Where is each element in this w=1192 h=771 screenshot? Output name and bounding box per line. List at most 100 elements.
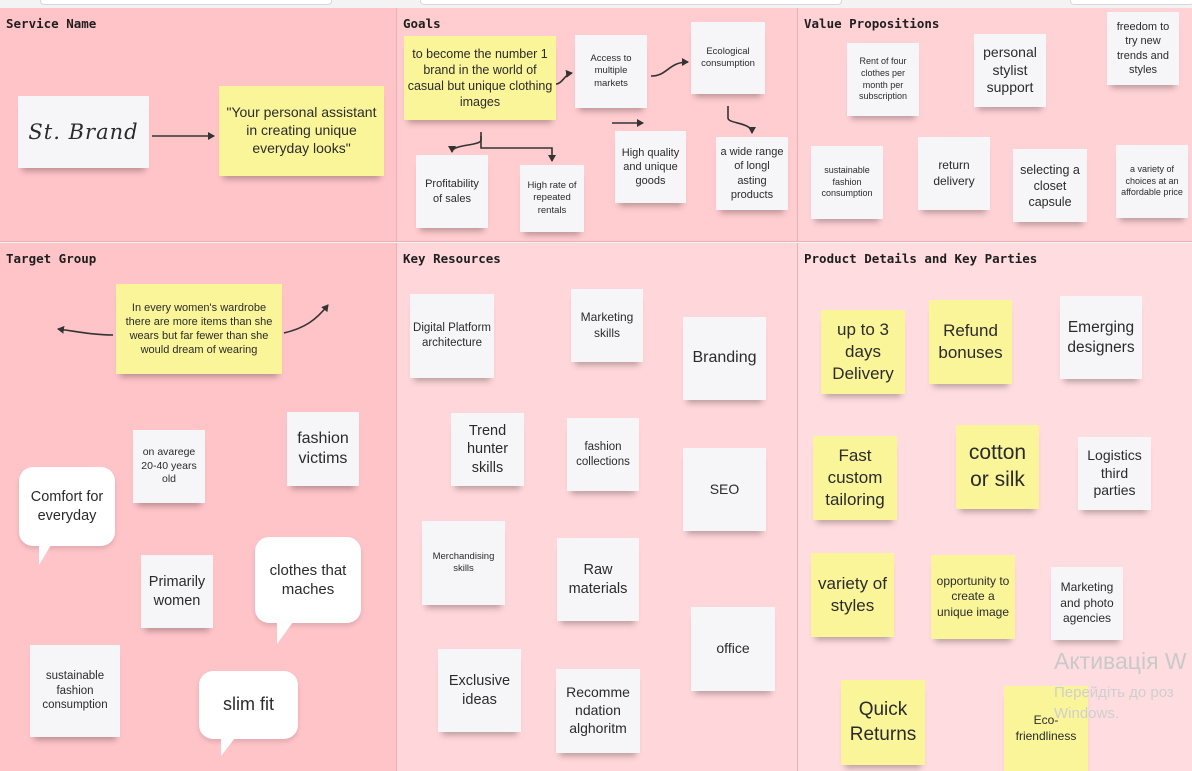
product-tailoring-note[interactable]: Fast custom tailoring [813, 436, 897, 520]
product-cotton-text: cotton or silk [968, 441, 1027, 491]
target-comfort-bubble[interactable]: Comfort for everyday [19, 467, 115, 546]
toolbar-segment-right[interactable] [1070, 0, 1192, 5]
goal-access-text: Access to multiple markets [590, 53, 632, 89]
brand-note[interactable]: St. Brand [18, 96, 149, 168]
product-quick-note[interactable]: Quick Returns [841, 680, 925, 765]
cell-title-product-details: Product Details and Key Parties [804, 251, 1038, 266]
product-logistics-text: Logistics third parties [1087, 446, 1142, 499]
target-victims-note[interactable]: fashion victims [287, 412, 359, 486]
top-toolbar [0, 0, 1192, 8]
cell-title-value-propositions: Value Propositions [804, 16, 940, 31]
product-opportunity-note[interactable]: opportunity to create a unique image [931, 555, 1015, 639]
value-capsule-text: selecting a closet capsule [1020, 162, 1080, 209]
target-slim-bubble-tail [221, 738, 235, 756]
product-agencies-text: Marketing and photo agencies [1060, 580, 1114, 626]
target-comfort-bubble-tail [39, 545, 51, 565]
product-styles-note[interactable]: variety of styles [811, 553, 894, 637]
target-women-text: Primarily women [148, 573, 206, 609]
goal-wide-range-note[interactable]: a wide range of longl asting products [716, 137, 788, 210]
target-comfort-text: Comfort for everyday [30, 488, 104, 524]
goal-ecological-note[interactable]: Ecological consumption [691, 22, 765, 94]
value-sustainable-note[interactable]: sustainable fashion consumption [811, 146, 883, 219]
value-freedom-text: freedom to try new trends and styles [1116, 21, 1170, 76]
slogan-note[interactable]: "Your personal assistant in creating uni… [219, 86, 384, 176]
toolbar-segment-left[interactable] [40, 0, 332, 5]
goal-profitability-note[interactable]: Profitability of sales [416, 155, 488, 228]
product-agencies-note[interactable]: Marketing and photo agencies [1051, 567, 1123, 640]
target-wardrobe-text: In every women's wardrobe there are more… [125, 301, 273, 357]
resource-digital-text: Digital Platform architecture [413, 322, 491, 349]
product-eco-note[interactable]: Eco-friendliness [1004, 686, 1088, 771]
resource-digital-note[interactable]: Digital Platform architecture [410, 294, 494, 378]
resource-branding-note[interactable]: Branding [683, 317, 766, 400]
product-eco-text: Eco-friendliness [1015, 713, 1077, 743]
value-rent-note[interactable]: Rent of four clothes per month per subsc… [847, 43, 919, 116]
target-wardrobe-note[interactable]: In every women's wardrobe there are more… [116, 284, 282, 374]
goal-wide-range-text: a wide range of longl asting products [720, 146, 784, 201]
resource-trend-text: Trend hunter skills [466, 422, 509, 476]
product-quick-text: Quick Returns [849, 699, 917, 745]
goal-repeated-note[interactable]: High rate of repeated rentals [520, 165, 584, 232]
resource-office-text: office [716, 640, 750, 657]
goal-access-note[interactable]: Access to multiple markets [575, 35, 647, 108]
value-stylist-text: personal stylist support [983, 43, 1037, 96]
target-slim-text: slim fit [223, 694, 274, 715]
arrow-access-to-ecological[interactable] [650, 58, 689, 77]
resource-merch-note[interactable]: Merchandising skills [422, 521, 505, 605]
arrow-goal-to-profitability[interactable] [448, 132, 482, 153]
resource-office-note[interactable]: office [691, 607, 775, 691]
target-sustainable-note[interactable]: sustainable fashion consumption [30, 645, 120, 737]
goal-main-note[interactable]: to become the number 1 brand in the worl… [404, 36, 556, 120]
resource-trend-note[interactable]: Trend hunter skills [451, 413, 524, 486]
product-delivery-text: up to 3 days Delivery [832, 320, 894, 383]
product-designers-note[interactable]: Emerging designers [1060, 296, 1142, 379]
watermark-line-3: Windows. [1054, 705, 1120, 722]
value-rent-text: Rent of four clothes per month per subsc… [858, 56, 908, 102]
arrow-ecological-to-wide-range[interactable] [727, 106, 756, 134]
target-maches-bubble-tail [277, 622, 293, 644]
resource-collections-note[interactable]: fashion collections [567, 418, 639, 491]
goal-profitability-text: Profitability of sales [425, 178, 479, 205]
product-designers-text: Emerging designers [1067, 318, 1135, 356]
arrow-goal-to-access[interactable] [555, 69, 573, 85]
arrow-goal-to-repeated[interactable] [480, 136, 556, 162]
cell-title-key-resources: Key Resources [403, 251, 501, 266]
brand-text: St. Brand [28, 119, 139, 144]
goal-quality-note[interactable]: High quality and unique goods [615, 131, 686, 203]
target-age-note[interactable]: on avarege 20-40 years old [133, 430, 205, 503]
product-cotton-note[interactable]: cotton or silk [956, 425, 1039, 509]
value-return-note[interactable]: return delivery [918, 137, 990, 210]
target-slim-bubble[interactable]: slim fit [199, 671, 298, 739]
resource-seo-text: SEO [709, 480, 740, 497]
watermark-line-2: Перейдіть до роз [1054, 684, 1174, 701]
resource-seo-note[interactable]: SEO [683, 448, 766, 531]
windows-activation-watermark-title: Активація W [1054, 648, 1187, 674]
value-variety-note[interactable]: a variety of choices at an affordable pr… [1116, 145, 1188, 218]
cell-title-target-group: Target Group [6, 251, 97, 266]
value-freedom-note[interactable]: freedom to try new trends and styles [1107, 12, 1179, 85]
target-maches-text: clothes that maches [269, 561, 347, 599]
product-refund-note[interactable]: Refund bonuses [929, 300, 1012, 384]
value-capsule-note[interactable]: selecting a closet capsule [1013, 149, 1087, 222]
resource-recommendation-note[interactable]: Recomme ndation alghoritm [556, 669, 640, 753]
value-stylist-note[interactable]: personal stylist support [974, 34, 1046, 107]
value-return-text: return delivery [933, 158, 975, 188]
resource-exclusive-note[interactable]: Exclusive ideas [438, 649, 521, 732]
target-maches-bubble[interactable]: clothes that maches [255, 537, 361, 623]
resource-collections-text: fashion collections [576, 440, 630, 468]
value-variety-text: a variety of choices at an affordable pr… [1121, 164, 1183, 198]
target-women-note[interactable]: Primarily women [141, 555, 213, 628]
product-logistics-note[interactable]: Logistics third parties [1078, 437, 1151, 510]
resource-recommendation-text: Recomme ndation alghoritm [566, 684, 630, 736]
resource-raw-note[interactable]: Raw materials [557, 538, 639, 621]
resource-branding-text: Branding [692, 349, 757, 367]
resource-marketing-note[interactable]: Marketing skills [571, 289, 643, 362]
product-refund-text: Refund bonuses [938, 321, 1003, 362]
arrow-wardrobe-right[interactable] [283, 304, 329, 334]
arrow-wardrobe-left[interactable] [57, 325, 114, 336]
value-sustainable-text: sustainable fashion consumption [821, 165, 873, 199]
slogan-text: "Your personal assistant in creating uni… [226, 104, 377, 156]
toolbar-segment-center[interactable] [420, 0, 842, 5]
product-delivery-note[interactable]: up to 3 days Delivery [821, 310, 905, 394]
